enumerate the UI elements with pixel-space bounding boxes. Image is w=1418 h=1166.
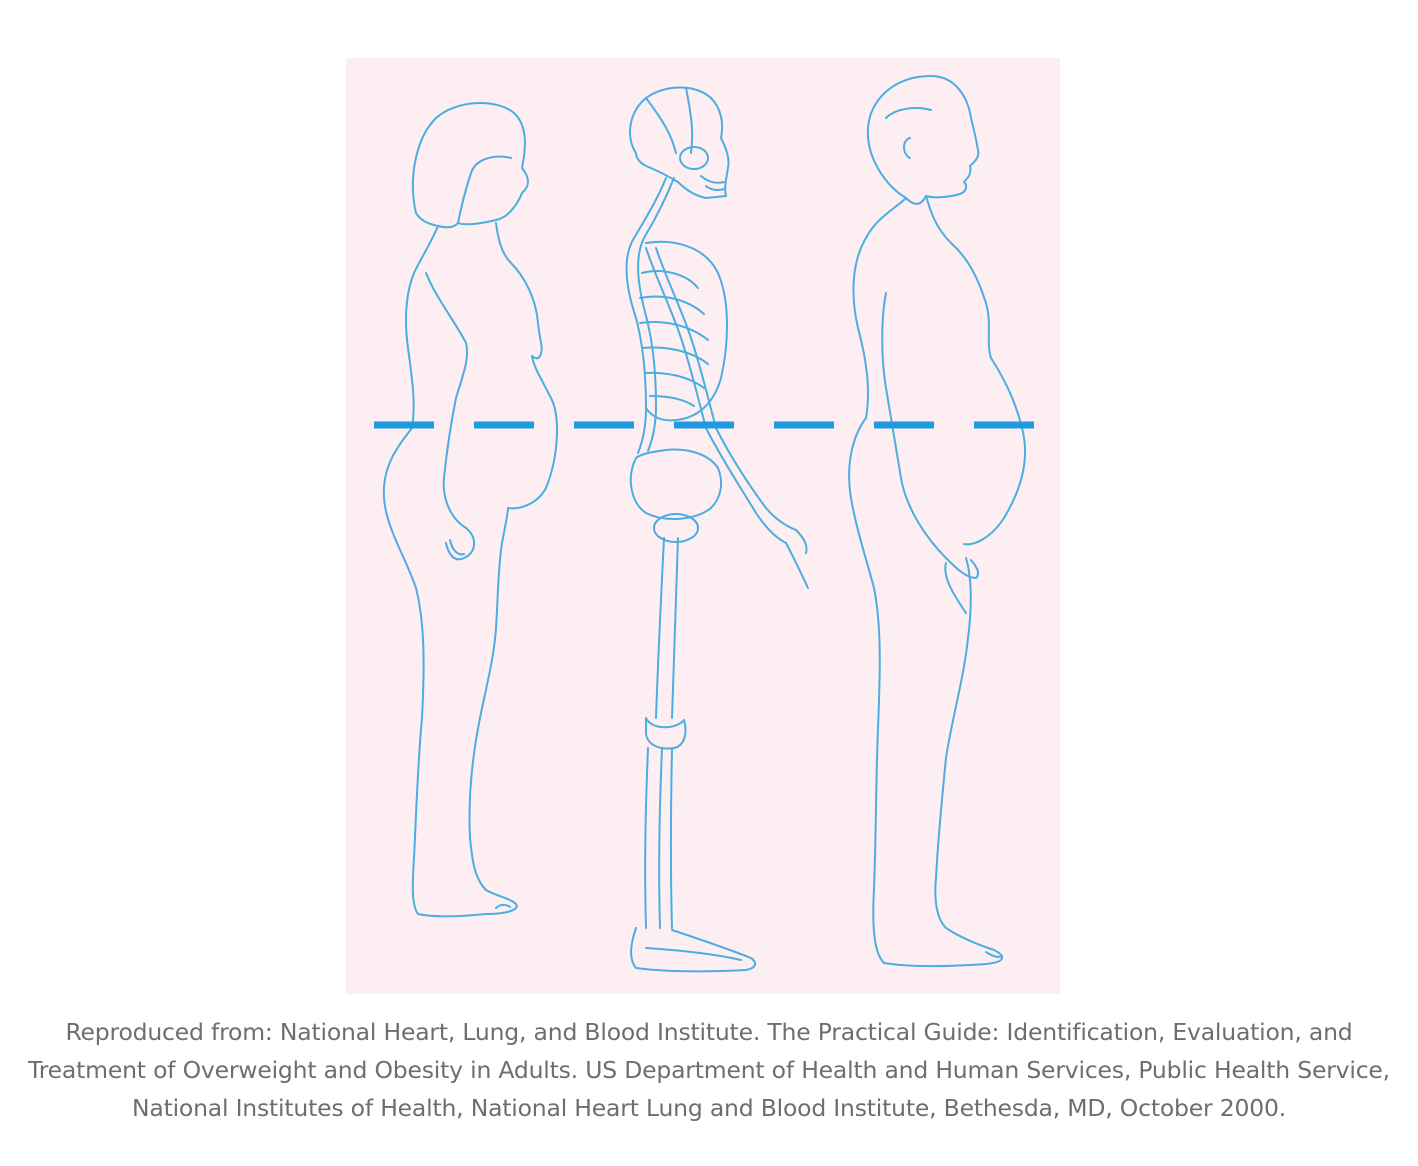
body-profile-illustration [374,75,1038,973]
skeleton [625,86,809,973]
caption-line-1: Reproduced from: National Heart, Lung, a… [65,1018,1353,1046]
figure-panel [346,58,1060,994]
figure-caption: Reproduced from: National Heart, Lung, a… [0,1013,1418,1127]
caption-line-3: National Institutes of Health, National … [131,1094,1286,1122]
female-silhouette [382,102,559,918]
male-silhouette [848,75,1027,968]
caption-line-2: Treatment of Overweight and Obesity in A… [28,1056,1390,1084]
